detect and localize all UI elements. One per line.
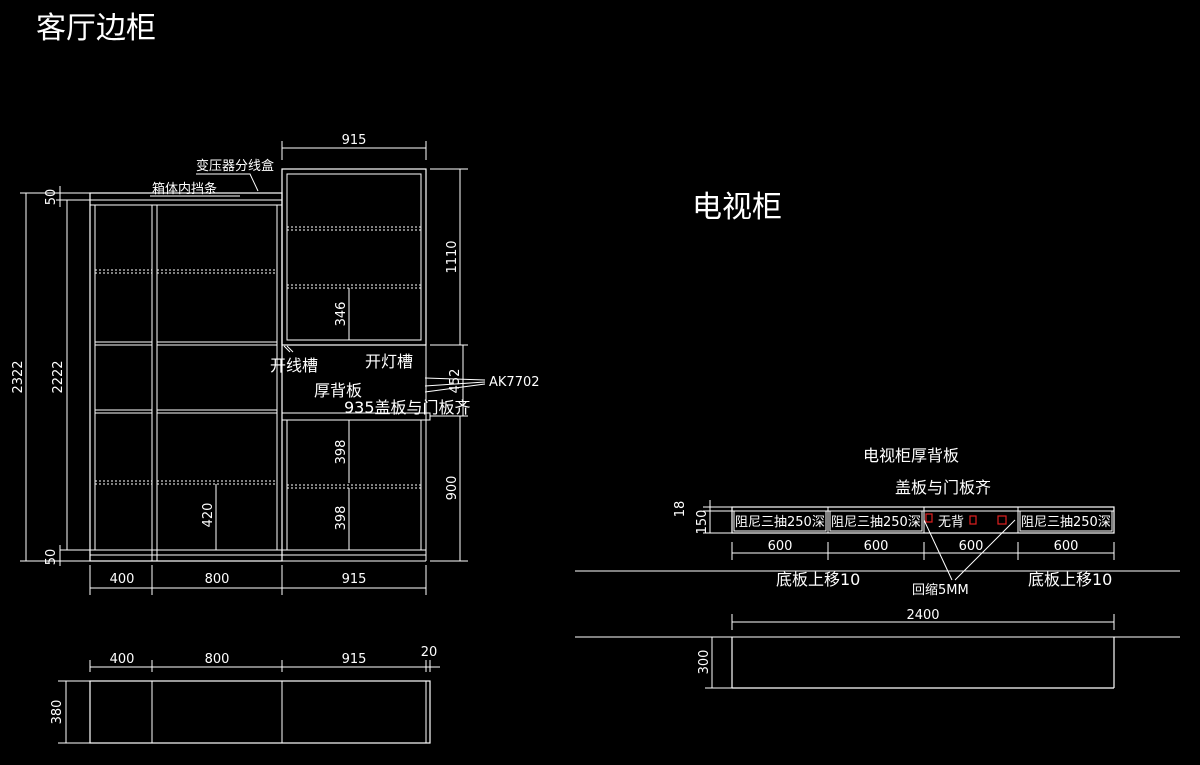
cover-align-note: 935盖板与门板齐 bbox=[344, 398, 471, 417]
drawer-label-3: 阻尼三抽250深 bbox=[1021, 515, 1111, 530]
tv-cover-align-note: 盖板与门板齐 bbox=[895, 478, 991, 497]
transformer-box-note: 变压器分线盒 bbox=[196, 158, 274, 174]
wardrobe-elevation bbox=[89, 168, 486, 562]
dim-lower-height: 900 bbox=[445, 476, 460, 501]
tv-cabinet-elevation bbox=[731, 506, 1115, 581]
tv-cabinet-dimensions: 18 150 600 600 600 600 bbox=[673, 500, 1115, 560]
tv-cabinet-outline bbox=[731, 506, 1115, 534]
bottom-note-right: 底板上移10 bbox=[1028, 570, 1112, 589]
dim-lower-shelf-a: 398 bbox=[334, 440, 349, 465]
dim-width-3: 915 bbox=[342, 572, 367, 587]
light-slot-note: 开灯槽 bbox=[365, 352, 413, 371]
dim-top-gap: 50 bbox=[44, 189, 59, 206]
tv-dim-width-3: 600 bbox=[959, 539, 984, 554]
dim-width-2: 800 bbox=[205, 572, 230, 587]
plan-width-3: 915 bbox=[342, 652, 367, 667]
inner-strip-note: 箱体内挡条 bbox=[152, 181, 217, 197]
tv-dim-top: 18 bbox=[673, 501, 688, 518]
wardrobe-title: 客厅边柜 bbox=[36, 11, 156, 46]
wire-slot-note: 开线槽 bbox=[270, 356, 318, 375]
tv-dim-width-2: 600 bbox=[864, 539, 889, 554]
wardrobe-dimensions: 915 2322 2222 50 50 1110 346 452 bbox=[11, 133, 468, 595]
dim-left-shelf: 420 bbox=[201, 503, 216, 528]
drawer-label-1: 阻尼三抽250深 bbox=[735, 515, 825, 530]
tv-thick-back-note: 电视柜厚背板 bbox=[863, 446, 959, 465]
tv-dim-total-width: 2400 bbox=[906, 608, 939, 623]
dim-shelf-gap: 346 bbox=[334, 302, 349, 327]
tv-cabinet-title: 电视柜 bbox=[692, 190, 782, 225]
no-back-label: 无背 bbox=[938, 515, 964, 530]
tv-dim-width-1: 600 bbox=[768, 539, 793, 554]
wardrobe-plan: 400 800 915 20 380 bbox=[50, 645, 440, 744]
dim-width-1: 400 bbox=[110, 572, 135, 587]
thick-back-note: 厚背板 bbox=[314, 381, 362, 400]
dim-mid-height: 452 bbox=[448, 369, 463, 394]
plan-width-4: 20 bbox=[421, 645, 438, 660]
model-note: AK7702 bbox=[489, 375, 540, 390]
right-upper-cabinet bbox=[281, 168, 427, 346]
dim-lower-shelf-b: 398 bbox=[334, 506, 349, 531]
dim-top-width: 915 bbox=[342, 133, 367, 148]
dim-inner-height: 2222 bbox=[51, 360, 66, 393]
tv-cabinet-plan: 2400 300 bbox=[697, 608, 1115, 689]
plan-outline bbox=[89, 680, 431, 744]
drawer-label-2: 阻尼三抽250深 bbox=[831, 515, 921, 530]
recess-note: 回缩5MM bbox=[912, 582, 969, 598]
plan-width-2: 800 bbox=[205, 652, 230, 667]
bottom-note-left: 底板上移10 bbox=[776, 570, 860, 589]
dim-total-height: 2322 bbox=[11, 360, 26, 393]
dim-bottom-gap: 50 bbox=[44, 549, 59, 566]
plan-depth: 380 bbox=[50, 700, 65, 725]
tv-dim-height: 150 bbox=[695, 510, 710, 535]
tv-dim-width-4: 600 bbox=[1054, 539, 1079, 554]
tv-plan-depth: 300 bbox=[697, 650, 712, 675]
plan-width-1: 400 bbox=[110, 652, 135, 667]
left-body-outline bbox=[89, 192, 283, 562]
dim-upper-height: 1110 bbox=[445, 240, 460, 273]
